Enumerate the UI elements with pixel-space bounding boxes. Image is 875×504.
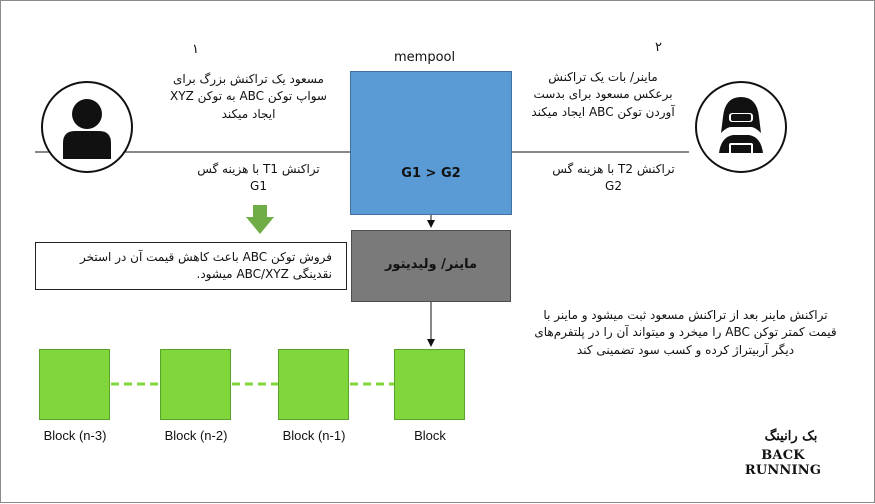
- step-number-1: ۱: [192, 42, 199, 57]
- block-current: [394, 349, 465, 420]
- step-number-2: ۲: [655, 40, 662, 55]
- block-n-1: [278, 349, 349, 420]
- price-impact-text: فروش توکن ABC باعث کاهش قیمت آن در استخر…: [80, 250, 332, 282]
- block-n-3: [39, 349, 110, 420]
- block-label-n-1: Block (n-1): [282, 428, 346, 443]
- hacker-icon: [695, 81, 787, 173]
- block-n-2: [160, 349, 231, 420]
- block-label-current: Block: [414, 428, 446, 443]
- attacker-tx-label: تراکنش T2 با هزینه گس G2: [552, 162, 675, 194]
- gas-comparison: G1 > G2: [401, 166, 461, 181]
- outcome-explanation: تراکنش ماینر بعد از تراکنش مسعود ثبت میش…: [534, 308, 837, 357]
- block-label-n-2: Block (n-2): [164, 428, 228, 443]
- brand-title-fa: بک رانینگ: [764, 429, 818, 444]
- miner-validator-box: ماینر/ ولیدیتور: [351, 230, 511, 302]
- brand-title-en: BACK RUNNING: [744, 448, 822, 478]
- victim-tx-label: تراکنش T1 با هزینه گس G1: [197, 162, 320, 194]
- user-icon: [41, 81, 133, 173]
- down-arrow-icon: [246, 205, 274, 234]
- victim-description: مسعود یک تراکنش بزرگ برای سواپ توکن ABC …: [170, 72, 327, 121]
- block-label-n-3: Block (n-3): [43, 428, 107, 443]
- price-impact-callout: فروش توکن ABC باعث کاهش قیمت آن در استخر…: [35, 242, 347, 290]
- attacker-description: ماینر/ بات یک تراکنش برعکس مسعود برای بد…: [531, 70, 675, 119]
- mempool-label: mempool: [394, 50, 456, 65]
- mempool-box: G1 > G2: [350, 71, 512, 215]
- miner-validator-label: ماینر/ ولیدیتور: [384, 257, 478, 272]
